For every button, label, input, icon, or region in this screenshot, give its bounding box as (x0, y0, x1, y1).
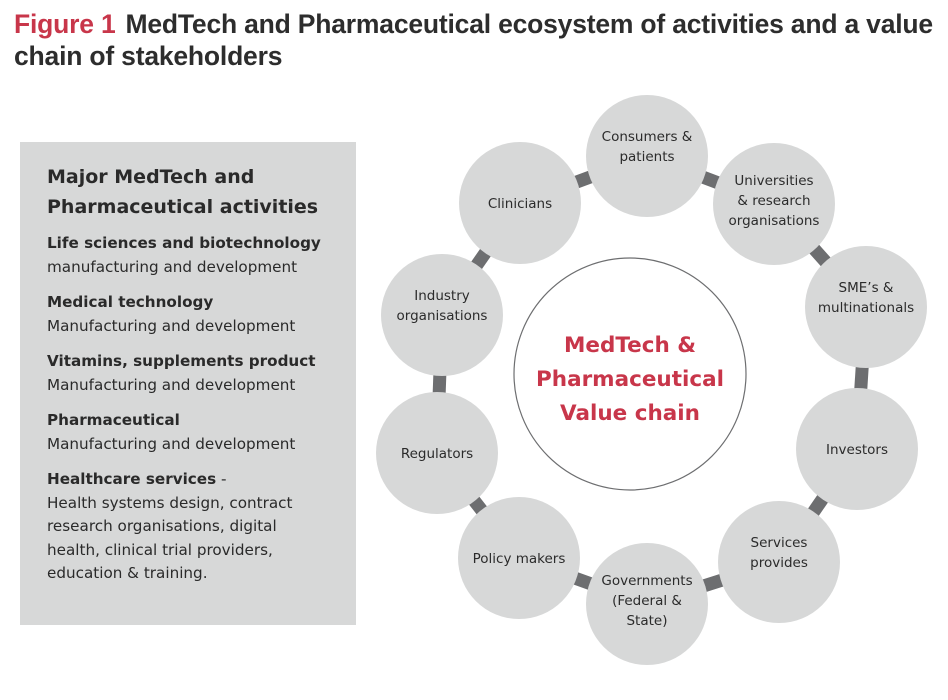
stakeholder-node: Governments (Federal & State) (586, 543, 708, 665)
center-circle (513, 257, 747, 491)
stakeholder-circle (586, 543, 708, 665)
activity-desc: Health systems design, contract research… (47, 493, 293, 583)
stakeholder-label-line: organisations (397, 308, 488, 324)
stakeholder-label: Clinicians (488, 196, 552, 212)
stakeholder-label: SME’s & multinationals (818, 280, 914, 316)
stakeholder-circle (586, 95, 708, 217)
figure-title-text: MedTech and Pharmaceutical ecosystem of … (14, 9, 933, 71)
activity-name: Healthcare services (47, 470, 217, 488)
activity-name: Medical technology (47, 293, 214, 311)
heading-line-2: Pharmaceutical activities (47, 196, 319, 218)
activity-desc: manufacturing and development (47, 257, 298, 276)
center-line-1: MedTech & (564, 333, 696, 358)
stakeholder-label-line: Industry (414, 288, 470, 304)
stakeholder-label-line: (Federal & (612, 593, 682, 609)
stakeholder-label-line: Universities (734, 173, 813, 189)
stakeholder-circle (381, 254, 503, 376)
stakeholder-circle (796, 388, 918, 510)
stakeholder-label-line: Regulators (401, 446, 473, 462)
stakeholder-label-line: Consumers & (602, 129, 693, 145)
stakeholder-node: Universities & research organisations (713, 143, 835, 265)
stakeholder-label-line: Governments (601, 573, 692, 589)
activity-item: Life sciences and biotechnology manufactu… (47, 232, 356, 279)
stakeholder-label-line: multinationals (818, 300, 914, 316)
stakeholder-circle (713, 143, 835, 265)
activity-name: Vitamins, supplements product (47, 352, 316, 370)
stakeholder-label-line: SME’s & (839, 280, 894, 296)
activity-desc: Manufacturing and development (47, 316, 296, 335)
stakeholder-label: Investors (826, 442, 888, 458)
stakeholder-label: Consumers & patients (602, 129, 693, 165)
stakeholder-circle (805, 246, 927, 368)
stakeholder-label-line: patients (619, 149, 674, 165)
stakeholder-circle (376, 392, 498, 514)
heading-line-1: Major MedTech and (47, 166, 255, 188)
stakeholder-circle (458, 497, 580, 619)
stakeholder-label-line: organisations (729, 213, 820, 229)
stakeholder-label-line: Services (751, 535, 808, 551)
stakeholder-label: Policy makers (473, 551, 566, 567)
stakeholder-label-line: provides (750, 555, 808, 571)
center-line-2: Pharmaceutical (536, 367, 724, 392)
activity-item: Healthcare services - Health systems desi… (47, 468, 332, 586)
stakeholder-label-line: Investors (826, 442, 888, 458)
activity-desc: Manufacturing and development (47, 375, 296, 394)
stakeholder-label: Governments (Federal & State) (601, 573, 692, 629)
activity-name: Life sciences and biotechnology (47, 234, 321, 252)
figure-label: Figure 1 (14, 9, 116, 39)
stakeholder-node: Consumers & patients (586, 95, 708, 217)
stakeholder-label-line: State) (626, 613, 667, 629)
stakeholder-label: Universities & research organisations (729, 173, 820, 229)
stakeholder-circle (459, 142, 581, 264)
stakeholder-node: Clinicians (459, 142, 581, 264)
stakeholder-node: Regulators (376, 392, 498, 514)
activity-name: Pharmaceutical (47, 411, 180, 429)
stakeholder-node: SME’s & multinationals (805, 246, 927, 368)
activity-suffix: - (216, 470, 227, 488)
stakeholder-node: Policy makers (458, 497, 580, 619)
activity-desc: Manufacturing and development (47, 434, 296, 453)
stakeholder-label-line: Policy makers (473, 551, 566, 567)
stakeholder-label-line: Clinicians (488, 196, 552, 212)
stakeholder-node: Services provides (718, 501, 840, 623)
stakeholder-node: Investors (796, 388, 918, 510)
stakeholder-label-line: & research (737, 193, 810, 209)
stakeholder-label: Services provides (750, 535, 808, 571)
center-line-3: Value chain (560, 401, 700, 426)
stakeholder-node: Industry organisations (381, 254, 503, 376)
stakeholder-label: Regulators (401, 446, 473, 462)
stakeholder-label: Industry organisations (397, 288, 488, 324)
stakeholder-circle (718, 501, 840, 623)
